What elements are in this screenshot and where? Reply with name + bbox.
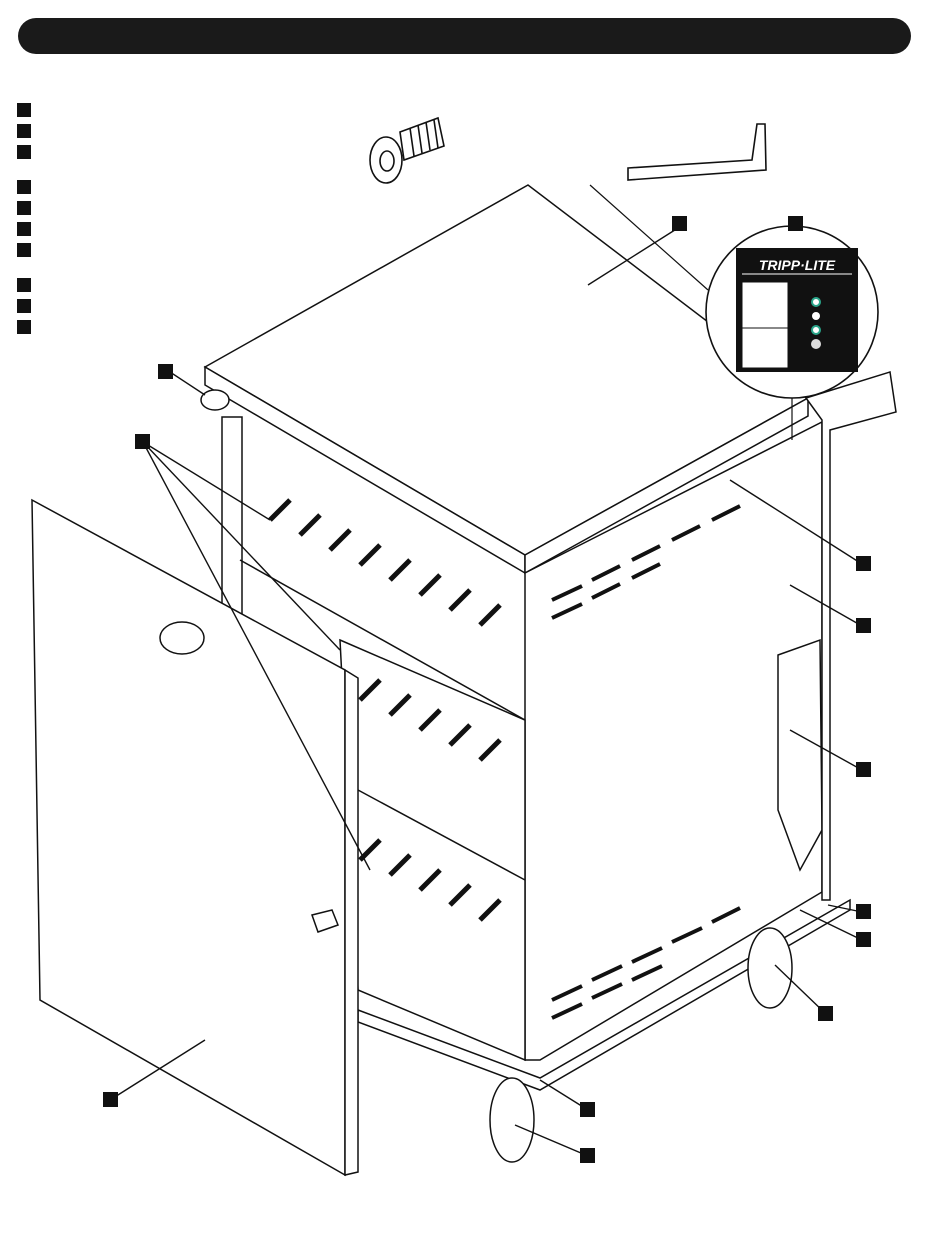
callout-rail	[158, 364, 173, 379]
callout-cable-grommet	[856, 932, 871, 947]
detail-brand: TRIPP·LITE	[759, 257, 836, 273]
callout-door	[103, 1092, 118, 1107]
callout-dividers	[135, 434, 150, 449]
callout-port	[856, 618, 871, 633]
callout-handle	[856, 762, 871, 777]
cart-door	[32, 500, 358, 1175]
callout-front-caster	[580, 1148, 595, 1163]
callout-power-panel	[788, 216, 803, 231]
allen-key-icon	[628, 124, 766, 180]
callout-rear-caster	[818, 1006, 833, 1021]
callout-top-surface	[672, 216, 687, 231]
callout-bumper	[580, 1102, 595, 1117]
callout-frame-corner	[856, 904, 871, 919]
callout-side-vents	[856, 556, 871, 571]
screw-icon	[370, 118, 444, 183]
